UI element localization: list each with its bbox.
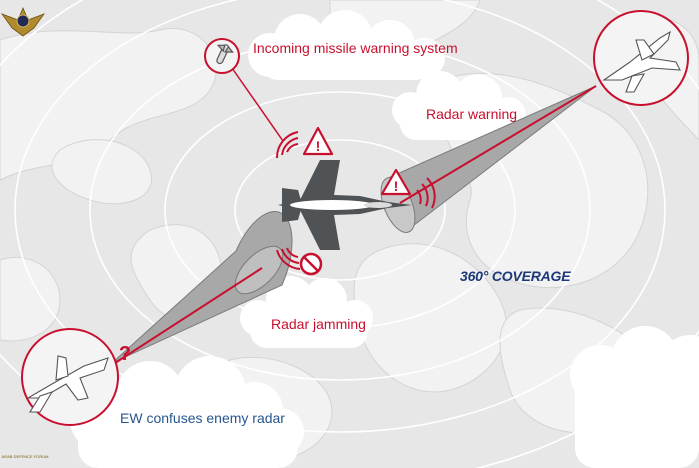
enemy-jet-lower-marker <box>21 328 119 426</box>
label-ew-confuses: EW confuses enemy radar <box>120 410 285 426</box>
warning-triangle-icon: ! <box>302 126 334 156</box>
prohibited-icon <box>299 252 323 276</box>
enemy-jet-upper-marker <box>593 10 689 106</box>
warning-triangle-icon: ! <box>380 168 412 196</box>
missile-pointer-line <box>231 67 284 142</box>
radio-wave-icon <box>416 177 436 209</box>
svg-text:!: ! <box>316 138 321 154</box>
label-radar-jamming: Radar jamming <box>271 316 366 332</box>
clouds <box>70 10 699 468</box>
label-missile-warning: Incoming missile warning system <box>253 40 458 56</box>
enemy-jet-icon <box>25 355 109 413</box>
label-radar-warning: Radar warning <box>426 106 518 122</box>
missile-icon <box>216 44 234 65</box>
question-mark: ? <box>119 343 131 365</box>
radar-beam-upper <box>399 85 597 204</box>
forum-logo <box>0 6 46 37</box>
cloud-radar-jamming <box>240 276 373 348</box>
jamming-beam-lower <box>111 267 263 366</box>
enemy-jet-icon <box>602 30 681 93</box>
missile-marker <box>204 38 240 74</box>
cloud-ew-label <box>70 356 304 468</box>
forum-logo-text: ARAB DEFENCE FORUM <box>1 454 49 459</box>
radar-cone-lower <box>111 210 293 366</box>
coverage-title: 360° COVERAGE <box>460 268 571 284</box>
svg-text:!: ! <box>394 178 399 194</box>
radio-wave-icon <box>276 247 301 270</box>
cloud-missile-label <box>248 10 445 80</box>
cloud-radar-warning <box>392 71 526 140</box>
radio-wave-icon <box>275 131 299 159</box>
cloud-bottom-right <box>570 326 699 468</box>
fighter-jet-icon <box>278 160 412 250</box>
